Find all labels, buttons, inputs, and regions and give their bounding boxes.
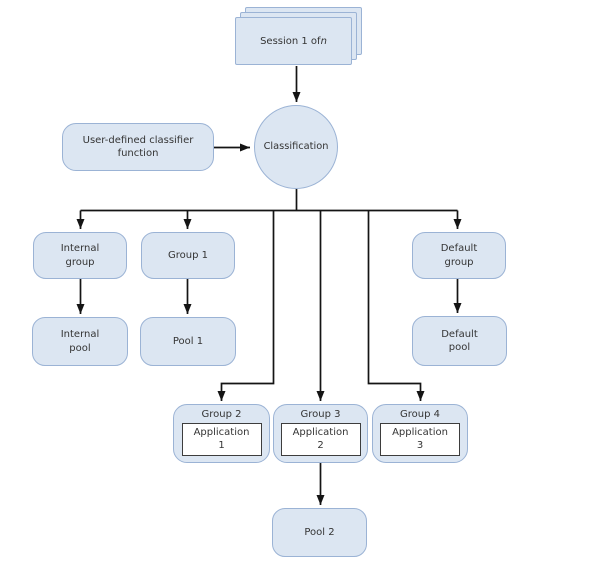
classifier-function-label: User-defined classifier function [82,134,194,159]
default-pool-label: Default pool [441,328,478,353]
pool-1-node: Pool 1 [140,317,236,366]
group-4-label: Group 4 [400,409,440,420]
pool-1-label: Pool 1 [172,335,204,347]
session-label: Session 1 of [260,35,321,47]
internal-group-label: Internal group [60,243,100,268]
edge-branch-to-group-4 [367,210,425,401]
group-1-label: Group 1 [168,249,208,261]
internal-pool-label: Internal pool [60,329,100,354]
group-4-node: Group 4 Application 3 [372,404,468,463]
group-1-node: Group 1 [141,232,235,279]
classification-label: Classification [263,140,329,152]
group-2-label: Group 2 [201,409,242,420]
group-3-node: Group 3 Application 2 [273,404,368,463]
application-3-box: Application 3 [380,423,460,457]
edge-branch-to-group-2 [217,210,275,401]
session-n-variable: n [320,35,327,47]
application-2-box: Application 2 [280,423,361,457]
pool-2-node: Pool 2 [272,508,367,557]
application-2-label: Application 2 [292,427,349,451]
default-group-node: Default group [412,232,506,279]
default-group-label: Default group [440,243,478,268]
classification-node: Classification [254,105,338,189]
group-2-node: Group 2 Application 1 [173,404,270,463]
application-3-label: Application 3 [392,427,448,451]
internal-group-node: Internal group [33,232,127,279]
group-3-label: Group 3 [300,409,341,420]
application-1-label: Application 1 [193,427,250,451]
default-pool-node: Default pool [412,316,507,366]
internal-pool-node: Internal pool [32,317,128,366]
session-page-front: Session 1 of n [235,17,352,65]
pool-2-label: Pool 2 [304,526,335,538]
application-1-box: Application 1 [181,423,262,457]
classifier-function-node: User-defined classifier function [62,123,214,171]
